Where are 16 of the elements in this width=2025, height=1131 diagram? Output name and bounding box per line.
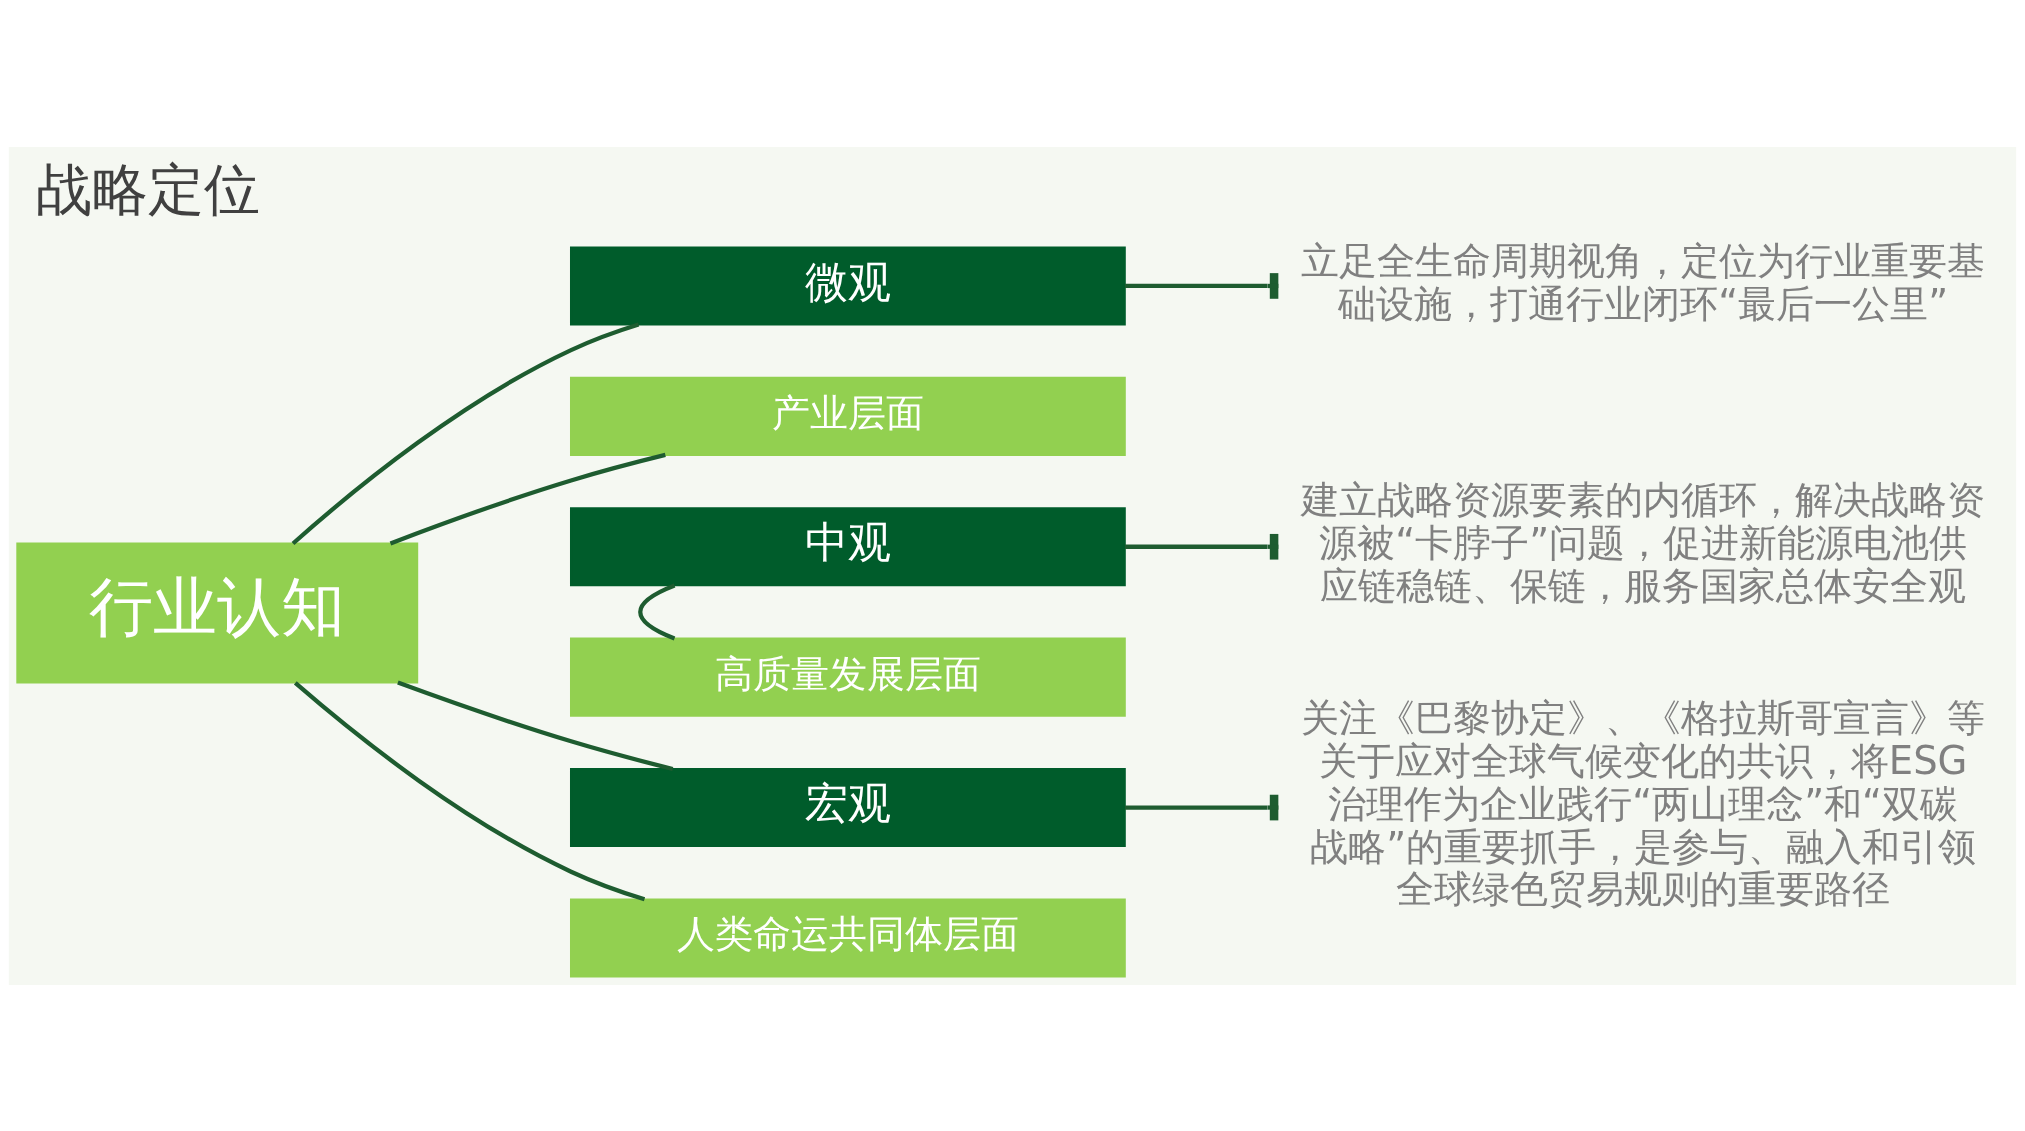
- connector: [389, 452, 666, 545]
- diagram-title: 战略定位: [35, 156, 260, 222]
- connector: [293, 680, 646, 901]
- connector: [291, 321, 640, 545]
- node-box: 高质量发展层面: [569, 637, 1126, 717]
- connector: [397, 680, 674, 771]
- connector: [638, 582, 676, 640]
- node-text: 立足全生命周期视角，定位为行业重要基础设施，打通行业闭环“最后一公里”: [1301, 237, 1986, 326]
- node-text: 建立战略资源要素的内循环，解决战略资源被“卡脖子”问题，促进新能源电池供应链稳链、保链，服务国家总体安全观: [1301, 476, 1986, 608]
- node-box: 人类命运共同体层面: [569, 897, 1126, 978]
- node-box: 产业层面: [569, 376, 1126, 456]
- node-box: 微观: [569, 245, 1126, 325]
- node-text: 关注《巴黎协定》、《格拉斯哥宣言》等关于应对全球气候变化的共识，将ESG治理作为企业践行“两山理念”和“双碳战略”的重要抓手，是参与、融入和引领全球绿色贸易规则的重要路径: [1301, 694, 1986, 911]
- node-box: 行业认知: [16, 541, 419, 684]
- node-box: 中观: [569, 506, 1126, 586]
- node-box: 宏观: [569, 767, 1126, 847]
